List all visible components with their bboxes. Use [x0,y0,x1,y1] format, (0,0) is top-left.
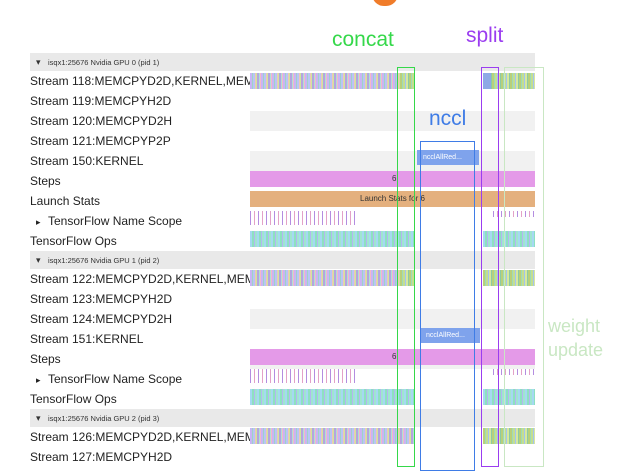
kernel-slices[interactable] [250,270,415,286]
process-header-label: isqx1:25676 Nvidia GPU 0 (pid 1) [48,58,160,67]
track-label-expandable[interactable]: ▸ TensorFlow Name Scope [30,211,250,231]
kernel-slices[interactable] [250,73,415,89]
steps-value: 6 [392,174,397,183]
name-scope-ticks[interactable] [493,369,535,375]
concat-slices[interactable] [400,73,415,89]
timeline-row-bg [250,111,535,131]
process-header-gpu2[interactable]: ▾ isqx1:25676 Nvidia GPU 2 (pid 3) [30,409,250,427]
collapse-triangle-icon[interactable]: ▾ [36,413,41,423]
track-label[interactable]: Steps [30,352,61,366]
process-header-gpu1[interactable]: ▾ isqx1:25676 Nvidia GPU 1 (pid 2) [30,251,250,269]
collapse-triangle-icon[interactable]: ▾ [36,57,41,67]
orange-fragment [372,0,398,6]
track-label-text: TensorFlow Name Scope [48,214,183,228]
name-scope-ticks[interactable] [493,211,535,217]
nccl-allreduce-kernel[interactable]: ncclAllRed... [417,150,479,165]
name-scope-ticks[interactable] [250,369,355,383]
weight-update-outline [504,67,544,467]
process-header-label: isqx1:25676 Nvidia GPU 1 (pid 2) [48,256,160,265]
weight-update-annotation: weight update [548,314,603,362]
track-label[interactable]: Stream 121:MEMCPYP2P [30,134,171,148]
kernel-slices[interactable] [250,428,415,444]
timeline-canvas[interactable]: ncclAllRed... 6 Launch Stats for 6 ncclA… [250,53,535,461]
tensorflow-ops-slices[interactable] [250,231,415,247]
track-label[interactable]: Stream 123:MEMCPYH2D [30,292,173,306]
timeline-header-band [250,53,535,71]
timeline-row-bg [250,309,535,329]
expand-triangle-icon[interactable]: ▸ [36,217,41,227]
track-label-text: TensorFlow Name Scope [48,372,183,386]
tensorflow-ops-slices[interactable] [483,231,535,247]
steps-value: 6 [392,352,397,361]
track-label-expandable[interactable]: ▸ TensorFlow Name Scope [30,369,250,389]
concat-annotation: concat [332,28,394,51]
split-annotation: split [466,24,504,47]
weight-update-slices[interactable] [483,428,535,444]
steps-bar[interactable] [250,171,535,187]
track-label-panel: ▾ isqx1:25676 Nvidia GPU 0 (pid 1) Stream… [30,53,250,464]
track-label[interactable]: Launch Stats [30,194,101,208]
steps-bar[interactable] [250,349,535,365]
track-label[interactable]: Stream 126:MEMCPYD2D,KERNEL,MEMCPYH2D [30,430,250,444]
split-slice[interactable] [483,73,491,89]
nccl-annotation: nccl [429,107,467,130]
nccl-allreduce-kernel[interactable]: ncclAllRed... [420,328,480,343]
track-label[interactable]: Stream 150:KERNEL [30,154,144,168]
track-label[interactable]: Stream 120:MEMCPYD2H [30,114,173,128]
track-label[interactable]: TensorFlow Ops [30,234,117,248]
track-label[interactable]: TensorFlow Ops [30,392,117,406]
collapse-triangle-icon[interactable]: ▾ [36,255,41,265]
expand-triangle-icon[interactable]: ▸ [36,375,41,385]
launch-stats-bar[interactable] [250,191,535,207]
name-scope-ticks[interactable] [250,211,355,225]
weight-update-slices[interactable] [483,270,535,286]
process-header-gpu0[interactable]: ▾ isqx1:25676 Nvidia GPU 0 (pid 1) [30,53,250,71]
tensorflow-ops-slices[interactable] [483,389,535,405]
track-label[interactable]: Stream 122:MEMCPYD2D,KERNEL,MEMCPYH2D [30,272,250,286]
track-label[interactable]: Stream 127:MEMCPYH2D [30,450,173,464]
launch-stats-label: Launch Stats for 6 [360,194,425,203]
track-label[interactable]: Stream 151:KERNEL [30,332,144,346]
track-label[interactable]: Stream 119:MEMCPYH2D [30,94,172,108]
timeline-header-band [250,409,535,427]
weight-update-line1: weight [548,316,601,336]
track-label[interactable]: Steps [30,174,61,188]
timeline-header-band [250,251,535,269]
weight-update-line2: update [548,340,604,360]
tensorflow-ops-slices[interactable] [250,389,415,405]
process-header-label: isqx1:25676 Nvidia GPU 2 (pid 3) [48,414,160,423]
concat-slices[interactable] [400,270,415,286]
split-outline [481,67,499,467]
track-label[interactable]: Stream 118:MEMCPYD2D,KERNEL,MEMCPYH2D [30,74,250,88]
weight-update-slices[interactable] [483,73,535,89]
track-label[interactable]: Stream 124:MEMCPYD2H [30,312,173,326]
concat-outline [397,67,415,467]
nccl-outline [420,141,475,471]
